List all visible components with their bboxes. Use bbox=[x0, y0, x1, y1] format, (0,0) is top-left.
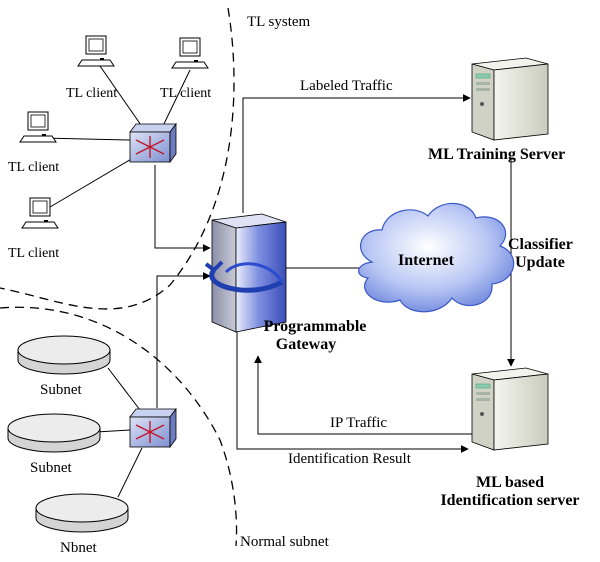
tl-client-computer-1 bbox=[77, 35, 115, 67]
tl-client-links bbox=[41, 65, 191, 211]
identification-result-label: Identification Result bbox=[288, 451, 411, 467]
tl-client-computer-2 bbox=[171, 37, 209, 69]
tl-system-label: TL system bbox=[247, 14, 311, 30]
tl-system-boundary bbox=[0, 7, 235, 310]
labeled-traffic-link bbox=[242, 94, 471, 213]
tl-client-label-1: TL client bbox=[66, 86, 118, 101]
classifier-update-line2: Update bbox=[515, 254, 565, 271]
tl-client-computer-4 bbox=[21, 197, 59, 229]
tl-client-label-3: TL client bbox=[8, 160, 60, 175]
subnet-disc-1 bbox=[17, 335, 111, 375]
subnet-switch-to-gateway-link bbox=[156, 272, 211, 408]
subnet-disc-3 bbox=[35, 493, 129, 533]
subnet-switch bbox=[129, 407, 177, 449]
identification-server-label: ML based Identification server bbox=[420, 474, 600, 510]
internet-cloud bbox=[358, 202, 515, 313]
tl-client-label-2: TL client bbox=[160, 86, 212, 101]
ip-traffic-label: IP Traffic bbox=[330, 415, 388, 431]
subnet-label-2: Subnet bbox=[30, 460, 72, 476]
identification-result-link bbox=[236, 330, 469, 453]
subnet-label-3: Nbnet bbox=[60, 540, 97, 556]
subnet-disc-2 bbox=[7, 413, 101, 453]
tl-client-label-4: TL client bbox=[8, 246, 60, 261]
internet-label: Internet bbox=[398, 252, 454, 269]
normal-subnet-label: Normal subnet bbox=[240, 534, 329, 550]
tl-switch bbox=[129, 122, 177, 164]
training-server bbox=[471, 57, 549, 141]
gateway-label-line2: Gateway bbox=[275, 336, 337, 353]
training-server-label: ML Training Server bbox=[428, 146, 566, 163]
subnet-links bbox=[95, 367, 143, 498]
ip-traffic-link bbox=[254, 355, 472, 435]
identification-server-line1: ML based bbox=[475, 474, 544, 491]
gateway-label-line1: Programmable bbox=[263, 318, 367, 335]
labeled-traffic-label: Labeled Traffic bbox=[300, 78, 393, 94]
switch-to-gateway-link bbox=[154, 165, 211, 252]
classifier-update-label: Classifier Update bbox=[508, 236, 573, 272]
identification-server bbox=[471, 367, 549, 451]
classifier-update-line1: Classifier bbox=[508, 236, 573, 253]
identification-server-line2: Identification server bbox=[440, 492, 580, 509]
gateway-tower bbox=[204, 213, 287, 333]
tl-client-computer-3 bbox=[19, 111, 57, 143]
subnet-label-1: Subnet bbox=[40, 382, 82, 398]
gateway-label: Programmable Gateway bbox=[250, 318, 380, 354]
